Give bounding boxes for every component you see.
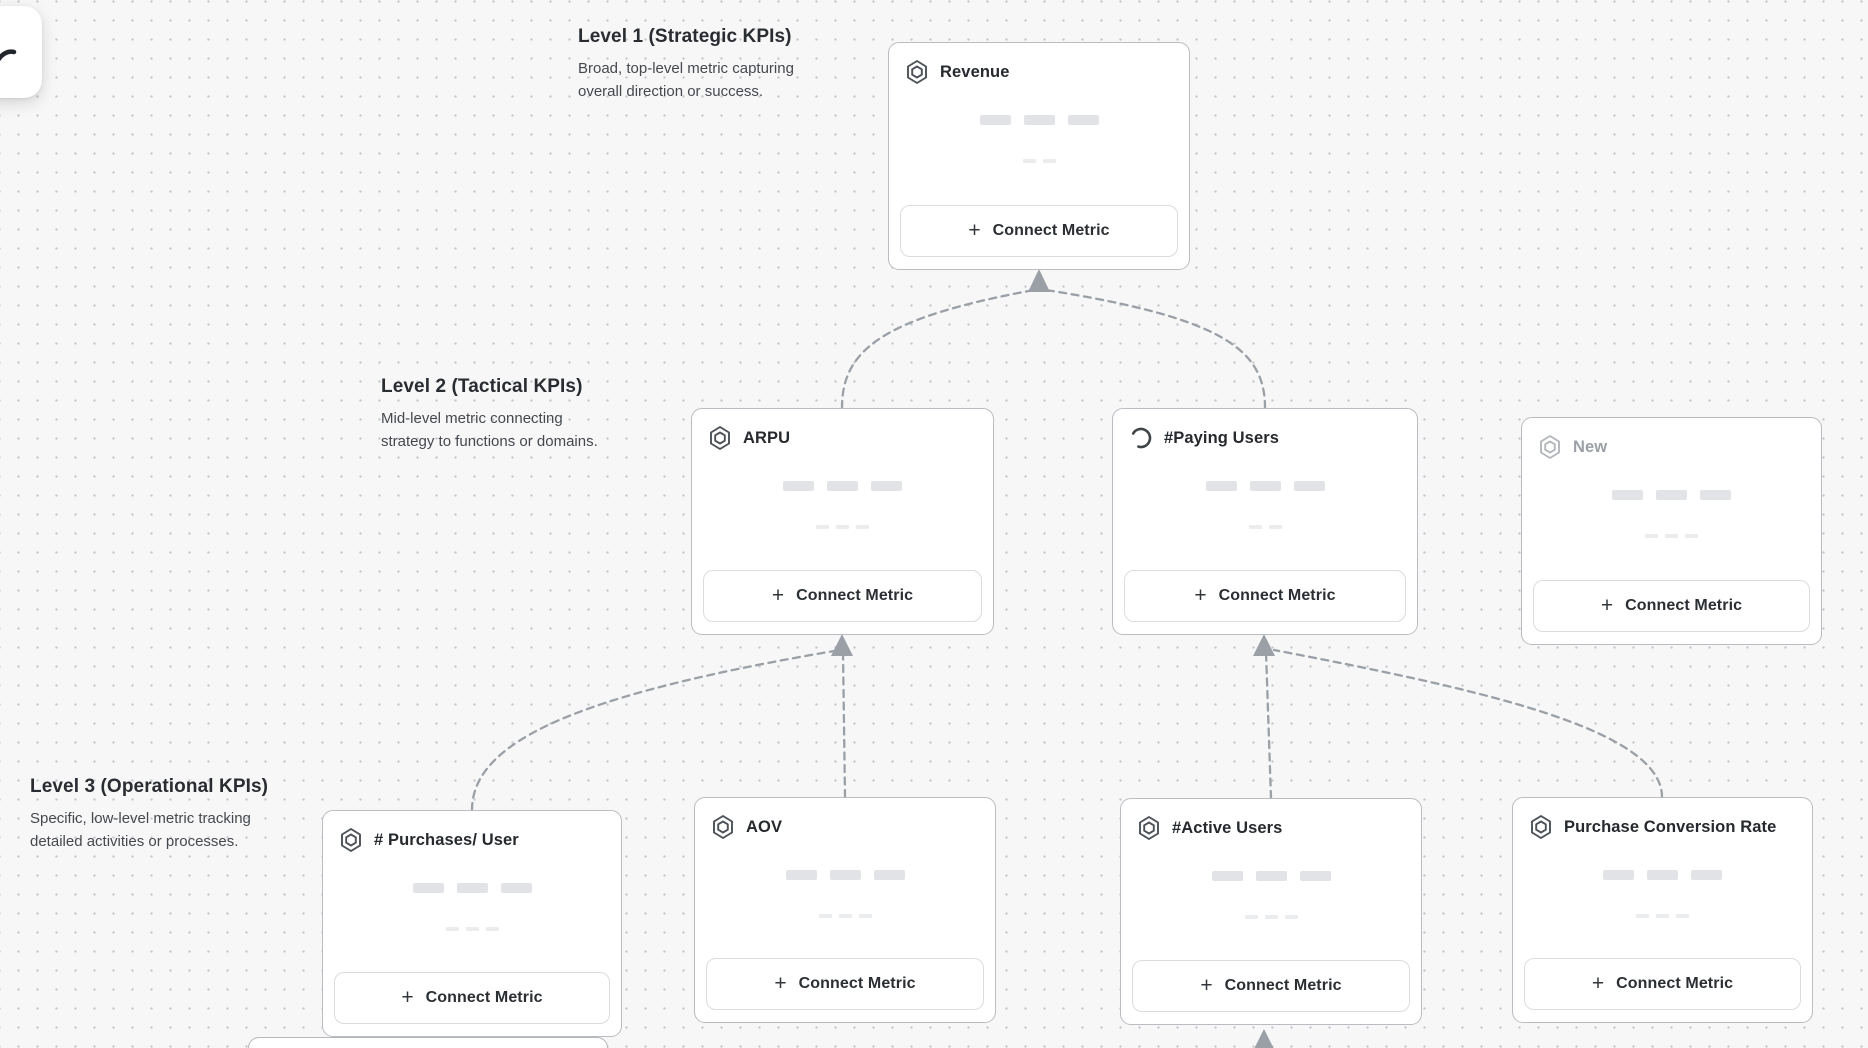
metric-card-paying-users[interactable]: #Paying Users + Connect Metric: [1112, 408, 1418, 635]
hexagon-metric-icon: [1531, 815, 1551, 839]
plus-icon: +: [1194, 583, 1207, 607]
plus-icon: +: [771, 583, 785, 607]
level-1-title: Level 1 (Strategic KPIs): [578, 26, 792, 47]
metric-card-arpu[interactable]: ARPU + Connect Metric: [691, 408, 994, 635]
card-header: Revenue: [889, 43, 1189, 85]
level-2-title: Level 2 (Tactical KPIs): [381, 376, 583, 397]
card-header: New: [1522, 418, 1821, 460]
connect-metric-button[interactable]: + Connect Metric: [1524, 958, 1801, 1010]
metric-card-purchase-conversion-rate[interactable]: Purchase Conversion Rate + Connect Metri…: [1512, 797, 1813, 1023]
arrowhead-into-arpu: [831, 634, 853, 656]
card-title: Revenue: [940, 62, 1010, 81]
card-header: ARPU: [692, 409, 993, 451]
arrowhead-into-revenue: [1028, 269, 1050, 292]
metric-card-revenue[interactable]: Revenue + Connect Metric: [888, 42, 1190, 270]
card-title: # Purchases/ User: [374, 830, 519, 849]
level-2-description: Mid-level metric connecting strategy to …: [381, 410, 598, 450]
card-title: #Paying Users: [1164, 428, 1280, 447]
plus-icon: +: [774, 971, 787, 995]
level-1-description: Broad, top-level metric capturing overal…: [578, 60, 794, 100]
connect-metric-button[interactable]: + Connect Metric: [900, 205, 1178, 257]
card-title: New: [1573, 437, 1608, 456]
plus-icon: +: [401, 985, 414, 1009]
hexagon-metric-icon: [1139, 816, 1159, 840]
edge-purchases-arpu: [470, 649, 836, 812]
cursor-stroke-icon: [0, 49, 17, 62]
edge-paying-revenue: [1044, 288, 1267, 410]
hexagon-metric-icon: [1540, 435, 1560, 459]
connect-metric-button[interactable]: + Connect Metric: [706, 958, 984, 1010]
floating-toolbar-fragment[interactable]: [0, 6, 42, 98]
level-3-title: Level 3 (Operational KPIs): [30, 776, 269, 797]
card-header: AOV: [695, 798, 995, 840]
hexagon-metric-icon: [907, 60, 927, 84]
arrowhead-into-paying: [1253, 634, 1275, 656]
arrowhead-into-active: [1254, 1029, 1274, 1048]
metric-card-new[interactable]: New + Connect Metric: [1521, 417, 1822, 645]
level-3-annotation: Level 3 (Operational KPIs) Specific, low…: [30, 776, 290, 853]
metric-card-aov[interactable]: AOV + Connect Metric: [694, 797, 996, 1023]
spinner-icon: [1130, 427, 1152, 449]
level-2-annotation: Level 2 (Tactical KPIs) Mid-level metric…: [381, 376, 606, 453]
connect-metric-button[interactable]: + Connect Metric: [1533, 580, 1810, 632]
connect-metric-button[interactable]: + Connect Metric: [1132, 960, 1410, 1012]
edge-active-paying: [1264, 650, 1273, 800]
plus-icon: +: [1600, 593, 1614, 617]
card-header: #Paying Users: [1113, 409, 1417, 451]
edge-arpu-revenue: [840, 288, 1036, 410]
plus-icon: +: [1200, 973, 1213, 997]
edge-aov-arpu: [841, 650, 847, 799]
hexagon-metric-icon: [710, 426, 730, 450]
hexagon-metric-icon: [713, 815, 733, 839]
card-header: # Purchases/ User: [323, 811, 621, 853]
level-3-description: Specific, low-level metric tracking deta…: [30, 810, 251, 850]
plus-icon: +: [968, 218, 981, 242]
card-header: #Active Users: [1121, 799, 1421, 841]
metric-card-purchases-per-user[interactable]: # Purchases/ User + Connect Metric: [322, 810, 622, 1037]
card-header: Purchase Conversion Rate: [1513, 798, 1812, 840]
card-title: AOV: [746, 817, 783, 836]
edge-offscreen-active: [1260, 1038, 1266, 1048]
connect-metric-button[interactable]: + Connect Metric: [1124, 570, 1406, 622]
card-title: ARPU: [743, 428, 791, 447]
edge-pcr-paying: [1272, 648, 1664, 799]
card-title: #Active Users: [1172, 818, 1283, 837]
metric-card-partial-bottom[interactable]: [248, 1037, 608, 1048]
metric-card-active-users[interactable]: #Active Users + Connect Metric: [1120, 798, 1422, 1025]
connect-metric-button[interactable]: + Connect Metric: [703, 570, 982, 622]
plus-icon: +: [1591, 971, 1605, 995]
card-title: Purchase Conversion Rate: [1564, 817, 1777, 836]
hexagon-metric-icon: [341, 828, 361, 852]
level-1-annotation: Level 1 (Strategic KPIs) Broad, top-leve…: [578, 26, 833, 103]
connect-metric-button[interactable]: + Connect Metric: [334, 972, 610, 1024]
